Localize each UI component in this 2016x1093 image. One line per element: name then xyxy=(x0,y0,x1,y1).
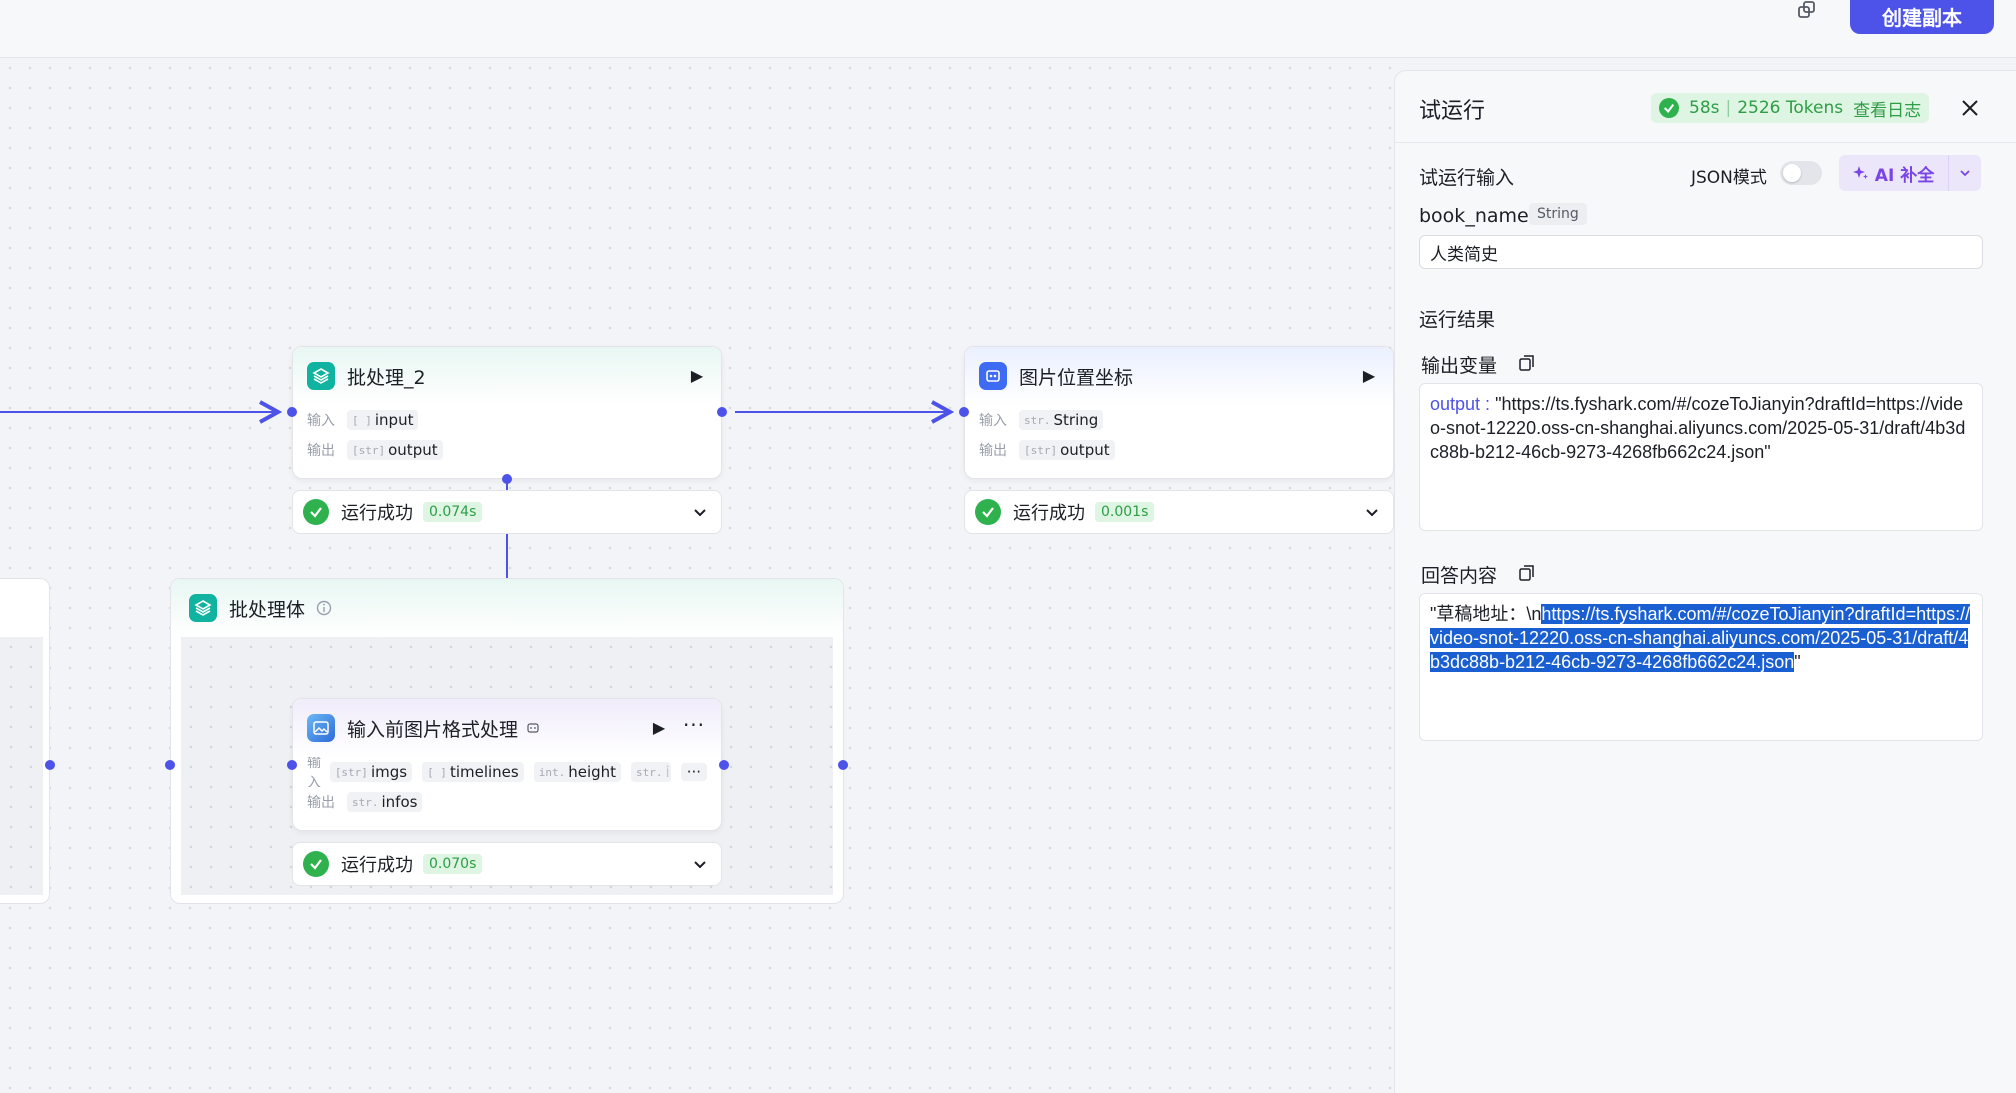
run-status-bar[interactable]: 运行成功 0.070s xyxy=(292,842,722,886)
batch-icon xyxy=(189,594,217,622)
close-icon[interactable] xyxy=(1957,95,1983,121)
node-title: 批处理体 xyxy=(229,598,306,621)
panel-title: 试运行 xyxy=(1419,99,1486,124)
time-badge: 0.001s xyxy=(1095,502,1155,522)
node-title: 图片位置坐标 xyxy=(1019,366,1134,389)
test-run-panel: 试运行 58s | 2526 Tokens 查看日志 试运行输入 JSON模式 … xyxy=(1394,70,2016,1093)
ai-badge-icon xyxy=(527,723,539,733)
run-status-bar[interactable]: 运行成功 0.074s xyxy=(292,490,722,534)
more-icon[interactable]: ··· xyxy=(682,713,706,737)
output-var-title: 输出变量 xyxy=(1421,355,1498,377)
node-image-position[interactable]: 图片位置坐标 ▶ 输入 str.String 输出 [str]output xyxy=(964,346,1394,479)
duplicate-icon[interactable] xyxy=(1797,0,1819,22)
sparkle-icon xyxy=(1852,166,1868,179)
chevron-down-icon[interactable] xyxy=(691,855,709,873)
run-result-title: 运行结果 xyxy=(1419,309,1496,331)
param-tag: [str]output xyxy=(1019,440,1115,460)
output-var-value: "https://ts.fyshark.com/#/cozeToJianyin?… xyxy=(1430,394,1966,462)
play-icon[interactable]: ▶ xyxy=(1362,366,1376,385)
param-tag: int.height xyxy=(533,762,622,782)
param-tag: str.infos xyxy=(347,792,423,812)
chevron-down-icon[interactable] xyxy=(1363,503,1381,521)
node-output-row: 输出 [str]output xyxy=(965,435,1393,465)
play-icon[interactable]: ▶ xyxy=(690,366,704,385)
json-mode-toggle[interactable] xyxy=(1780,161,1822,185)
success-check-icon xyxy=(1659,98,1679,118)
success-check-icon xyxy=(303,851,329,877)
param-tag: [str]output xyxy=(347,440,443,460)
param-tag: [str]imgs xyxy=(329,762,413,782)
time-badge: 0.074s xyxy=(423,502,483,522)
left-batch-body-partial xyxy=(0,578,50,904)
plugin-icon xyxy=(979,362,1007,390)
edge-layer xyxy=(0,58,1394,1093)
batch-icon xyxy=(307,362,335,390)
port[interactable] xyxy=(45,760,55,770)
node-output-row: 输出 str.infos xyxy=(293,787,721,817)
workflow-canvas[interactable]: 批处理_2 ▶ 输入 [ ]input 输出 [str]output 运行成功 … xyxy=(0,58,1394,1093)
field-label: book_name xyxy=(1419,205,1529,227)
node-batch2[interactable]: 批处理_2 ▶ 输入 [ ]input 输出 [str]output xyxy=(292,346,722,479)
copy-icon[interactable] xyxy=(1517,563,1537,583)
node-output-row: 输出 [str]output xyxy=(293,435,721,465)
port[interactable] xyxy=(838,760,848,770)
node-image-format[interactable]: 输入前图片格式处理 ▶ ··· 输入 [str]imgs [ ]timeline… xyxy=(292,698,722,831)
node-title: 输入前图片格式处理 xyxy=(347,718,519,741)
type-badge: String xyxy=(1529,203,1587,225)
port[interactable] xyxy=(719,760,729,770)
node-input-row: 输入 [ ]input xyxy=(293,405,721,435)
node-input-row: 输入 [str]imgs [ ]timelines int.height str… xyxy=(293,757,721,787)
create-copy-button[interactable]: 创建副本 xyxy=(1850,0,1994,34)
port[interactable] xyxy=(502,474,512,484)
param-tag: str.in_ar xyxy=(631,762,671,782)
top-toolbar: 创建副本 xyxy=(0,0,2016,58)
book-name-input[interactable] xyxy=(1419,235,1983,269)
output-var-box: output : "https://ts.fyshark.com/#/cozeT… xyxy=(1419,383,1983,531)
param-tag: str.String xyxy=(1019,410,1104,430)
run-tokens: 2526 Tokens xyxy=(1737,98,1844,118)
test-input-title: 试运行输入 xyxy=(1419,167,1515,189)
port[interactable] xyxy=(959,407,969,417)
success-check-icon xyxy=(975,499,1001,525)
panel-header: 试运行 58s | 2526 Tokens 查看日志 xyxy=(1395,71,2016,143)
param-tag: [ ]timelines xyxy=(422,762,524,782)
time-badge: 0.070s xyxy=(423,854,483,874)
port[interactable] xyxy=(287,760,297,770)
run-status-bar[interactable]: 运行成功 0.001s xyxy=(964,490,1394,534)
chevron-down-icon[interactable] xyxy=(1949,155,1981,191)
play-icon[interactable]: ▶ xyxy=(652,718,666,737)
more-params-button[interactable]: ··· xyxy=(680,763,707,781)
answer-box[interactable]: "草稿地址：\nhttps://ts.fyshark.com/#/cozeToJ… xyxy=(1419,593,1983,741)
copy-icon[interactable] xyxy=(1517,353,1537,373)
run-duration: 58s xyxy=(1689,98,1720,118)
answer-suffix: " xyxy=(1794,652,1801,672)
answer-title: 回答内容 xyxy=(1421,565,1498,587)
node-title: 批处理_2 xyxy=(347,366,426,389)
ai-complete-button[interactable]: AI 补全 xyxy=(1839,155,1981,191)
output-var-key: output : xyxy=(1430,394,1491,414)
port[interactable] xyxy=(287,407,297,417)
success-check-icon xyxy=(303,499,329,525)
json-mode-label: JSON模式 xyxy=(1691,168,1767,188)
image-tool-icon xyxy=(307,714,335,742)
port[interactable] xyxy=(717,407,727,417)
info-icon[interactable] xyxy=(315,599,333,617)
chevron-down-icon[interactable] xyxy=(691,503,709,521)
answer-prefix: "草稿地址：\n xyxy=(1430,604,1542,624)
port[interactable] xyxy=(165,760,175,770)
node-input-row: 输入 str.String xyxy=(965,405,1393,435)
param-tag: [ ]input xyxy=(347,410,419,430)
view-log-link[interactable]: 查看日志 xyxy=(1853,100,1922,121)
run-summary-badge: 58s | 2526 Tokens 查看日志 xyxy=(1651,93,1930,123)
